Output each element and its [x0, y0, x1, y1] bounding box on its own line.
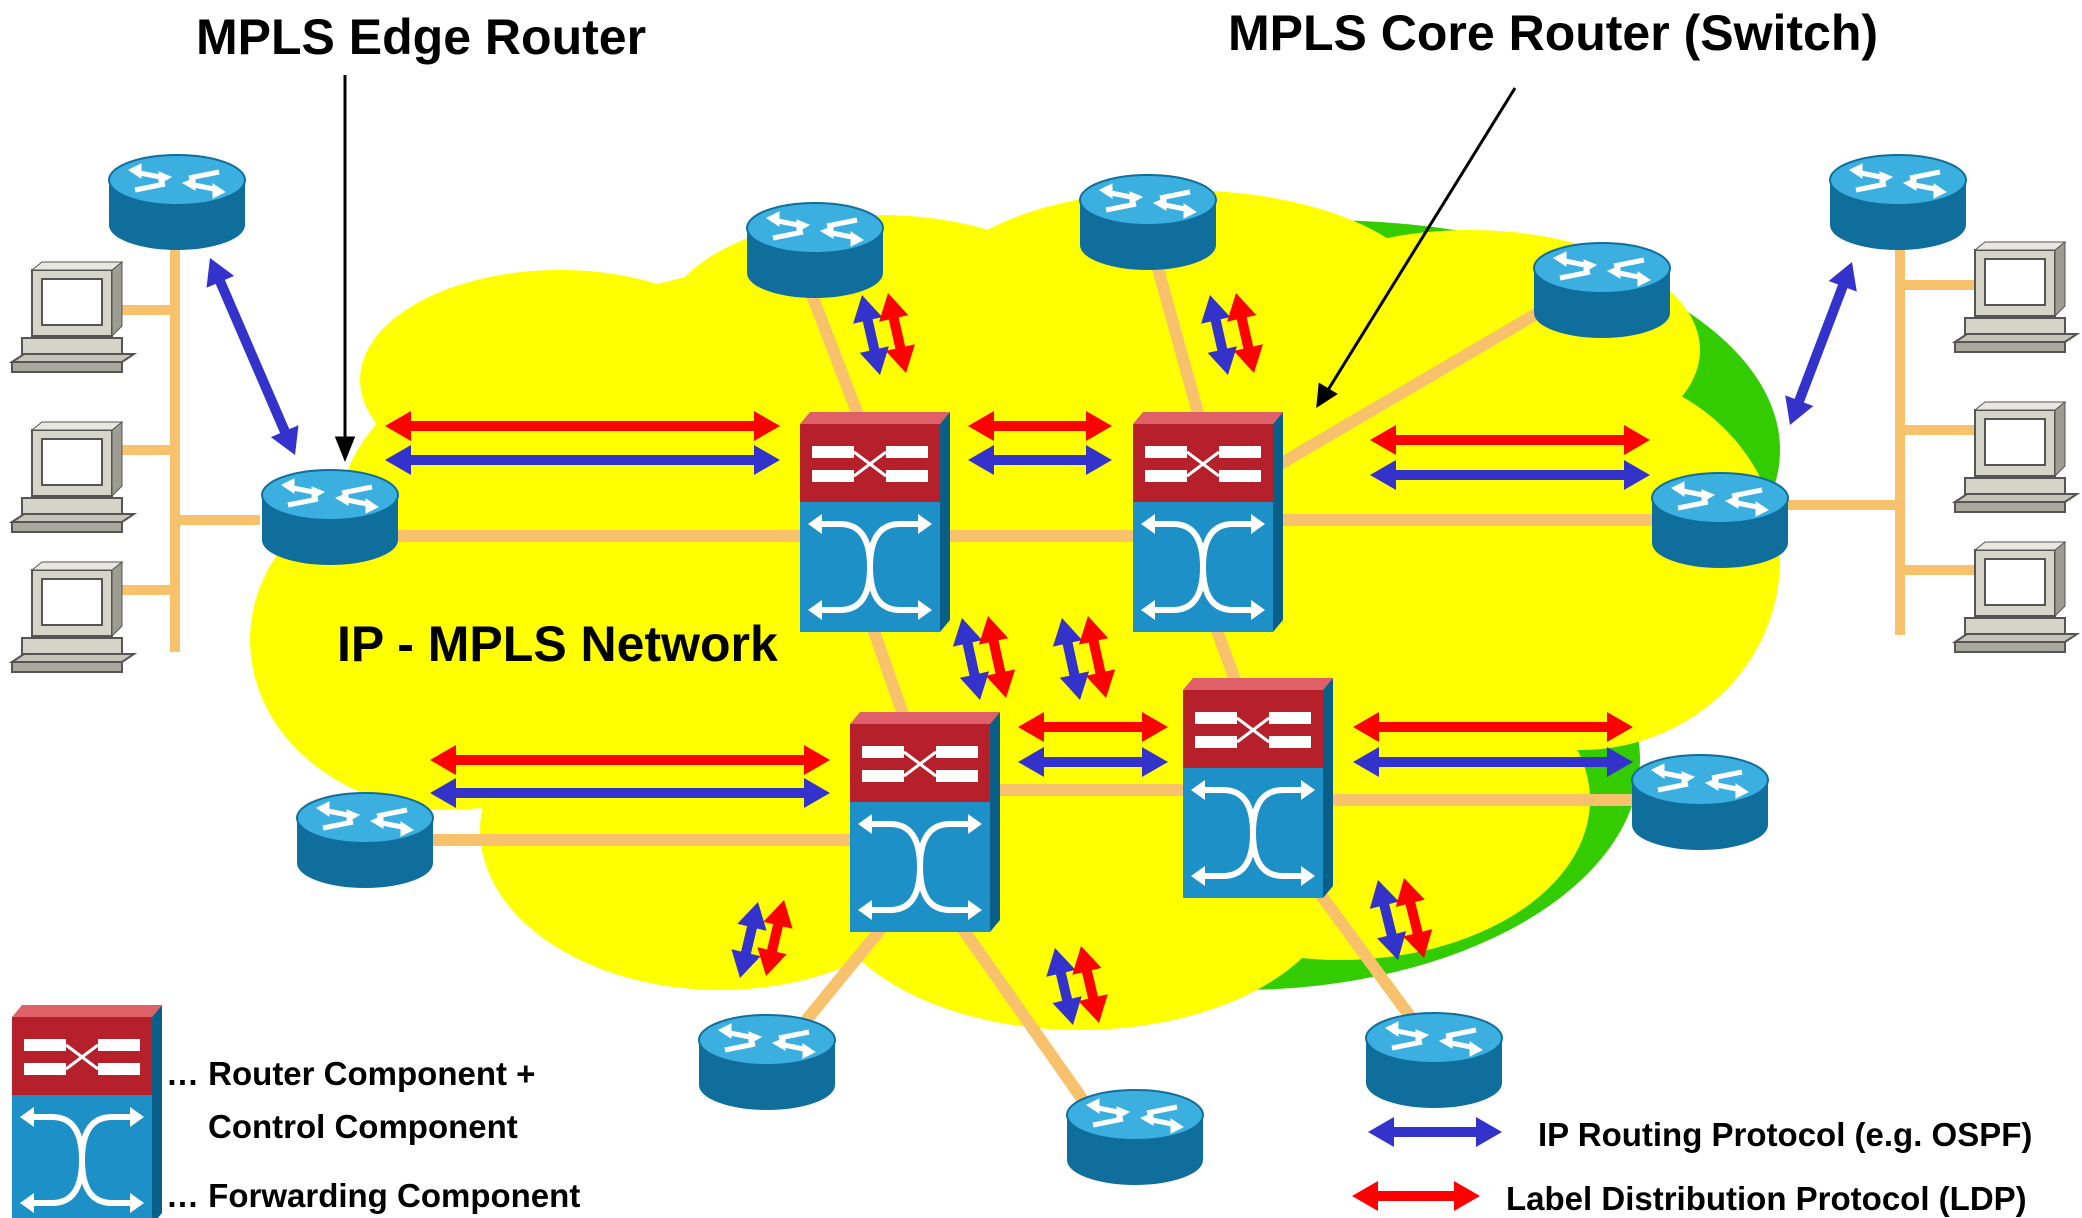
legend-forwarding-component: … Forwarding Component	[166, 1177, 581, 1214]
ldp-arrow	[1227, 293, 1263, 373]
router-icon	[1080, 175, 1216, 270]
computer-icon	[1954, 401, 2078, 513]
ldp-arrow	[430, 745, 830, 775]
router-icon	[109, 155, 245, 250]
edge-router-title: MPLS Edge Router	[196, 9, 647, 65]
ldp-arrow	[968, 411, 1112, 441]
router-icon	[1067, 1090, 1203, 1185]
mpls-switch-icon	[1183, 678, 1333, 898]
ldp-arrow	[1353, 712, 1633, 742]
router-icon	[262, 470, 398, 565]
router-icon	[297, 793, 433, 888]
ip-routing-arrow	[1369, 880, 1407, 960]
ip-routing-arrow	[1201, 295, 1237, 375]
ldp-arrow	[757, 900, 793, 976]
ldp-arrow	[385, 411, 780, 441]
ip-routing-arrow	[1370, 460, 1650, 490]
ip-routing-arrow	[1368, 1117, 1502, 1147]
ip-routing-arrow	[385, 445, 780, 475]
ldp-arrow	[1072, 946, 1108, 1023]
legend-control-component: Control Component	[208, 1108, 518, 1145]
ldp-arrow	[1395, 878, 1433, 958]
mpls-switch-icon	[12, 1005, 162, 1218]
router-icon	[747, 203, 883, 298]
computer-icon	[1954, 541, 2078, 653]
ldp-arrow	[1078, 616, 1116, 698]
right-lan	[1780, 230, 1980, 635]
router-icon	[699, 1015, 835, 1110]
computer-icon	[11, 261, 135, 373]
router-icon	[1652, 473, 1788, 568]
ip-routing-arrow	[968, 445, 1112, 475]
ip-routing-arrow	[731, 902, 767, 978]
legend-ip-routing-protocol: IP Routing Protocol (e.g. OSPF)	[1538, 1116, 2033, 1153]
pointer-arrows	[334, 75, 1517, 463]
ip-routing-arrow	[1785, 262, 1857, 425]
computer-icon	[11, 561, 135, 673]
mpls-switch-icon	[850, 712, 1000, 932]
computer-icon	[1954, 241, 2078, 353]
ldp-arrow	[1018, 712, 1168, 742]
ldp-arrow	[1352, 1181, 1480, 1211]
network-label: IP - MPLS Network	[337, 616, 778, 672]
ip-routing-arrow	[1018, 747, 1168, 777]
ldp-arrow	[1370, 425, 1650, 455]
ip-routing-arrow	[1353, 747, 1633, 777]
legend-arrows	[1352, 1117, 1502, 1211]
legend-label-distribution-protocol: Label Distribution Protocol (LDP)	[1506, 1180, 2027, 1217]
ip-routing-arrow	[430, 778, 830, 808]
ldp-arrow	[978, 616, 1016, 698]
router-icon	[1366, 1013, 1502, 1108]
router-icon	[1632, 755, 1768, 850]
ip-routing-arrow	[853, 295, 889, 375]
router-icon	[1534, 243, 1670, 338]
ip-routing-arrow	[206, 258, 299, 455]
mpls-switch-icon	[800, 412, 950, 632]
core-router-title: MPLS Core Router (Switch)	[1228, 5, 1879, 61]
left-lan	[100, 230, 260, 652]
ip-routing-arrow	[1046, 948, 1082, 1025]
protocol-arrows	[206, 258, 1857, 1025]
mpls-switch-icon	[1133, 412, 1283, 632]
ip-routing-arrow	[1052, 618, 1090, 700]
ip-routing-arrow	[952, 618, 990, 700]
legend-router-component: … Router Component +	[166, 1055, 536, 1092]
ldp-arrow	[879, 293, 915, 373]
computer-icon	[11, 421, 135, 533]
router-icon	[1830, 155, 1966, 250]
links	[354, 234, 1656, 1116]
